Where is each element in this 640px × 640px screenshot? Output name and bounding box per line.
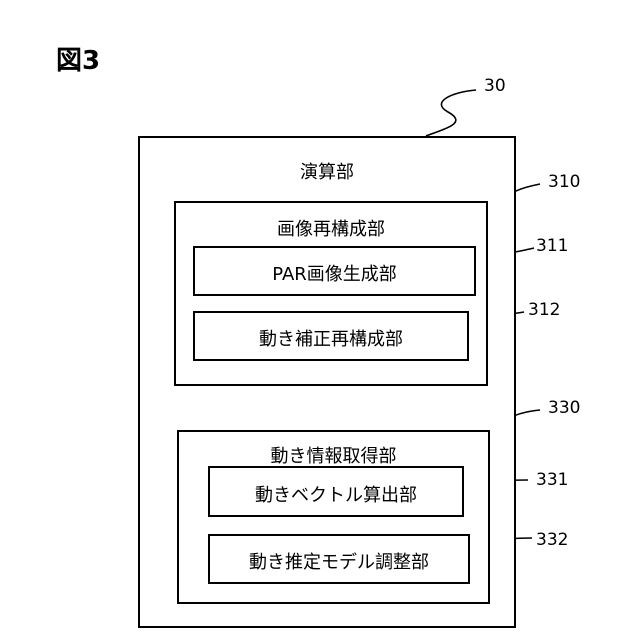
block-311: PAR画像生成部 [193,246,476,296]
outer-block-label: 演算部 [140,158,514,184]
block-332: 動き推定モデル調整部 [208,534,470,584]
ref-312: 312 [528,300,560,320]
ref-331: 331 [536,470,568,490]
ref-30: 30 [484,76,506,96]
ref-311: 311 [536,236,568,256]
ref-310: 310 [548,172,580,192]
group-b-label: 動き情報取得部 [179,442,488,468]
block-312-label: 動き補正再構成部 [195,325,467,351]
leader-30 [426,90,476,136]
block-331: 動きベクトル算出部 [208,466,464,517]
block-332-label: 動き推定モデル調整部 [210,548,468,574]
ref-330: 330 [548,398,580,418]
ref-332: 332 [536,530,568,550]
block-331-label: 動きベクトル算出部 [210,481,462,507]
block-312: 動き補正再構成部 [193,311,469,361]
block-311-label: PAR画像生成部 [195,260,474,286]
group-a-label: 画像再構成部 [176,215,486,241]
